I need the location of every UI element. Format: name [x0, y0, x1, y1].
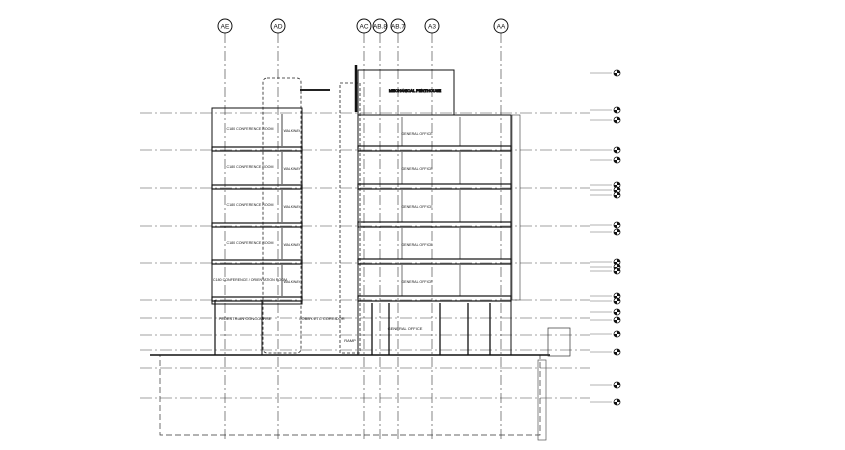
mechanical-penthouse: MECHANICAL PENTHOUSE [354, 65, 455, 116]
grid-bubble [493, 18, 509, 34]
ground-labels: PEDESTRIAN CONCOURSE LOBBY/ETC CORRIDOR … [219, 316, 423, 343]
walkway-label: WALKWAY [284, 280, 302, 284]
ground-label-left: PEDESTRIAN CONCOURSE [219, 316, 272, 321]
walkway-label: WALKWAY [284, 129, 302, 133]
stair-core [262, 77, 361, 354]
room-label: C180 CONFERENCE / ORIENTATION ROOM [213, 278, 287, 282]
room-label: GENERAL OFFICE [401, 280, 433, 284]
penthouse-label: MECHANICAL PENTHOUSE [389, 88, 441, 93]
grid-lines: AE AD AC AB.8 AB.7 A3 AA [217, 18, 509, 440]
ground-label-right: GENERAL OFFICE [388, 326, 423, 331]
room-label: GENERAL OFFICE [401, 243, 433, 247]
grid-bubble [424, 18, 440, 34]
grid-label: AA [497, 24, 506, 31]
ramp-label: RAMP [344, 338, 356, 343]
grid-bubble [217, 18, 233, 34]
room-label: GENERAL OFFICE [401, 167, 433, 171]
room-label: C180 CONFERENCE ROOM [227, 127, 274, 131]
grid-bubble [270, 18, 286, 34]
ground-label-middle: LOBBY/ETC CORRIDOR [299, 316, 344, 321]
grid-bubble [356, 18, 372, 34]
grid-bubble [372, 18, 388, 34]
grid-label: AC [359, 24, 368, 31]
grid-label: AE [221, 24, 230, 31]
walkway-label: WALKWAY [284, 167, 302, 171]
grid-bubble [390, 18, 406, 34]
grid-label: AB.7 [391, 24, 405, 31]
walkway-label: WALKWAY [284, 243, 302, 247]
room-label: C180 CONFERENCE ROOM [227, 241, 274, 245]
walkway-label: WALKWAY [284, 205, 302, 209]
room-label: GENERAL OFFICE [401, 132, 433, 136]
grid-label: A3 [428, 24, 436, 31]
room-label: C180 CONFERENCE ROOM [227, 203, 274, 207]
grid-label: AD [273, 24, 282, 31]
room-label: C180 CONFERENCE ROOM [227, 165, 274, 169]
right-building: GENERAL OFFICE GENERAL OFFICE GENERAL OFFI… [357, 114, 521, 356]
level-markers [590, 69, 621, 406]
grid-label: AB.8 [373, 24, 387, 31]
room-label: GENERAL OFFICE [401, 205, 433, 209]
